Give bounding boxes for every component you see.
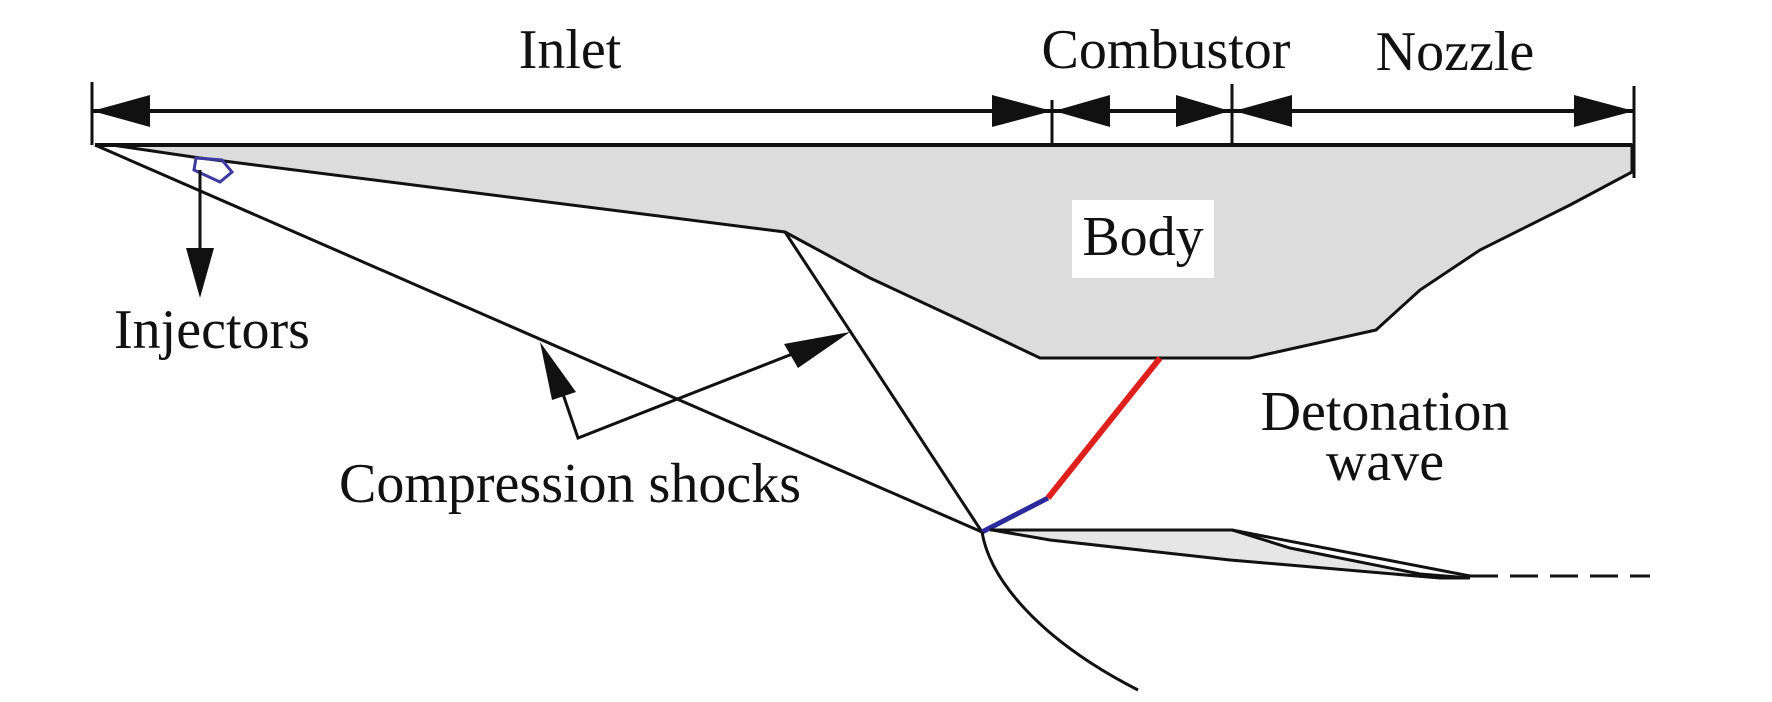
cowl-slope <box>1231 528 1471 578</box>
vehicle-body <box>111 143 1634 360</box>
compression-shock-2 <box>783 231 984 533</box>
injectors-label: Injectors <box>114 299 310 361</box>
inlet-left-arrowhead <box>92 95 150 127</box>
cowl <box>991 528 1471 580</box>
inlet-right-arrowhead <box>992 95 1052 127</box>
injector-icon <box>192 156 235 184</box>
injectors-pointer-arrowhead <box>186 248 214 298</box>
combustor-left-arrowhead <box>1054 95 1110 127</box>
lower-curved-boundary <box>980 531 1139 692</box>
detonation-wave-label-line1: Detonation <box>1261 381 1510 443</box>
compression-shocks-arrowhead-2 <box>784 332 850 368</box>
detonation-wave-line <box>1045 356 1163 500</box>
nozzle-right-arrowhead <box>1574 95 1634 127</box>
nozzle-left-arrowhead <box>1234 95 1292 127</box>
combustor-right-arrowhead <box>1176 95 1230 127</box>
compression-shocks-label: Compression shocks <box>339 453 801 515</box>
oblique-shock <box>980 495 1050 535</box>
detonation-wave-label-line2: wave <box>1326 431 1444 493</box>
body-label: Body <box>1082 206 1203 268</box>
compression-shocks-pointer <box>550 338 829 440</box>
body-label-background <box>1072 200 1214 278</box>
compression-shocks-arrowhead-1 <box>540 342 576 400</box>
compression-shock-1 <box>94 143 983 534</box>
combustor-label: Combustor <box>1042 19 1291 81</box>
nozzle-label: Nozzle <box>1376 21 1535 83</box>
inlet-label: Inlet <box>519 19 622 81</box>
